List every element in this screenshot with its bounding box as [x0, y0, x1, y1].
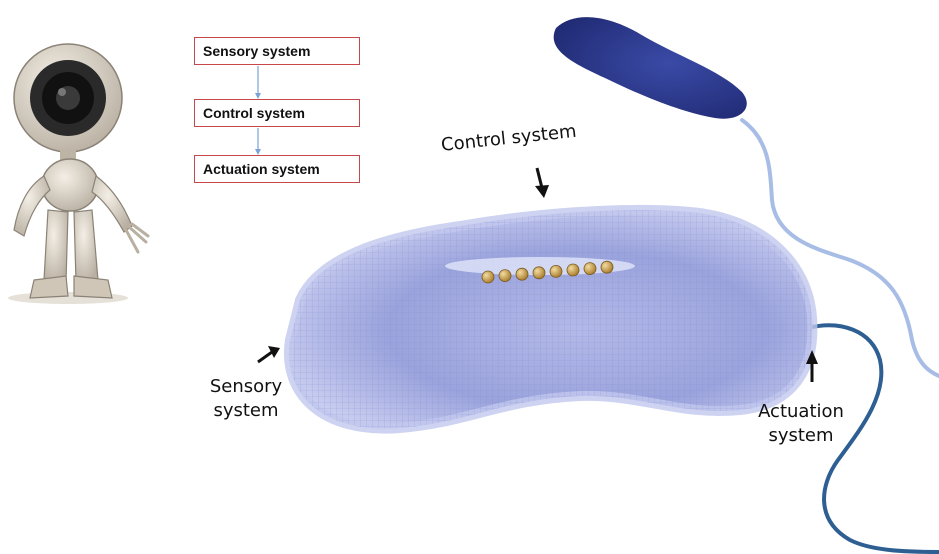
second-bacterium-body: [554, 17, 747, 119]
granule: [584, 263, 596, 275]
sensory-arrow: [258, 346, 280, 362]
label-line: Actuation: [746, 400, 856, 424]
flow-step-control: Control system: [194, 99, 360, 127]
granule: [499, 270, 511, 282]
flow-step-label: Control system: [203, 105, 305, 121]
control-arrow: [535, 168, 549, 198]
label-line: system: [746, 424, 856, 448]
flow-step-label: Actuation system: [203, 161, 320, 177]
granule: [482, 271, 494, 283]
bacterium: [289, 210, 939, 552]
flow-step-label: Sensory system: [203, 43, 310, 59]
label-sensory-system: Sensory system: [196, 375, 296, 423]
robot-icon: [8, 44, 148, 304]
granule: [516, 268, 528, 280]
granule: [567, 264, 579, 276]
flow-connector-2: [255, 128, 261, 155]
flow-step-actuation: Actuation system: [194, 155, 360, 183]
granule: [550, 265, 562, 277]
granule: [533, 267, 545, 279]
granule: [601, 261, 613, 273]
label-line: Sensory: [196, 375, 296, 399]
flow-connector-1: [255, 66, 261, 99]
label-line: system: [196, 399, 296, 423]
label-actuation-system: Actuation system: [746, 400, 856, 448]
flow-step-sensory: Sensory system: [194, 37, 360, 65]
